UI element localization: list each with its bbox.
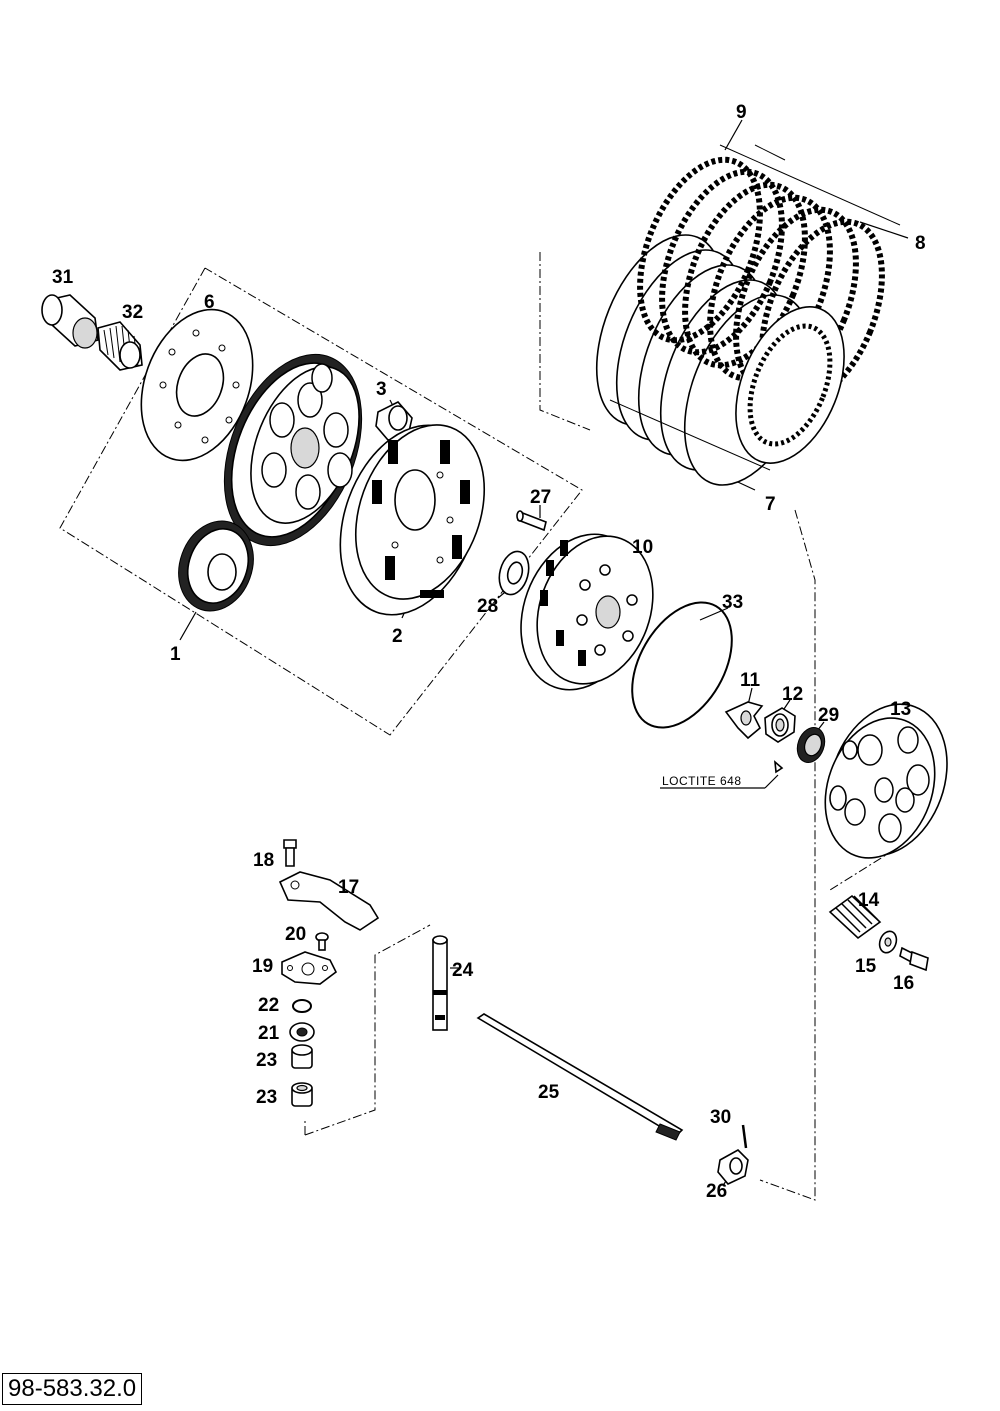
callout-18: 18 (253, 850, 274, 871)
washer-part-28 (498, 550, 530, 596)
callout-17: 17 (338, 877, 359, 898)
callout-26: 26 (706, 1181, 727, 1202)
release-shaft-part-24 (432, 935, 448, 1031)
callout-33: 33 (722, 592, 743, 613)
loctite-annotation: LOCTITE 648 (662, 774, 742, 788)
callout-8: 8 (915, 233, 926, 254)
callout-3: 3 (376, 379, 387, 400)
callout-31: 31 (52, 267, 74, 288)
callout-labels: 1 2 3 6 7 8 9 10 11 12 13 14 15 16 17 18… (52, 102, 926, 1202)
screw-part-20 (315, 932, 329, 951)
callout-2: 2 (392, 626, 403, 647)
group-frames (59, 252, 911, 1201)
callout-10: 10 (632, 537, 653, 558)
cover-plate-part-19 (281, 951, 338, 985)
needle-bearing-part-32 (97, 321, 143, 371)
small-gear (178, 520, 254, 612)
callout-6: 6 (204, 292, 215, 313)
screw-part-18 (283, 839, 297, 867)
callout-29: 29 (818, 705, 839, 726)
spring-part-14 (828, 894, 882, 940)
callout-11: 11 (740, 670, 761, 691)
callout-9: 9 (736, 102, 747, 123)
primary-gear (223, 353, 363, 547)
pressure-plate-part-13 (824, 703, 948, 859)
callout-22: 22 (258, 995, 279, 1016)
reference-number: 98-583.32.0 (2, 1373, 143, 1405)
push-rod-part-25 (476, 1013, 684, 1141)
washer-part-15 (878, 930, 898, 954)
callout-16: 16 (893, 973, 914, 994)
callout-23b: 23 (256, 1087, 277, 1108)
callout-14: 14 (858, 890, 880, 911)
callout-21: 21 (258, 1023, 280, 1044)
thrust-washer-part-6 (140, 308, 254, 462)
o-ring-part-33 (631, 601, 733, 729)
callout-15: 15 (855, 956, 877, 977)
callout-1: 1 (170, 644, 181, 665)
callout-30: 30 (710, 1107, 731, 1128)
callout-19: 19 (252, 956, 273, 977)
pressure-piece-part-26 (717, 1149, 749, 1185)
release-lever-part-17 (278, 871, 380, 931)
bushing-part-3 (375, 401, 413, 441)
circlip-part-22 (292, 999, 312, 1013)
callout-20: 20 (285, 924, 306, 945)
clutch-basket-part-2 (339, 424, 486, 616)
callout-23a: 23 (256, 1050, 277, 1071)
pin-part-30 (741, 1124, 748, 1149)
pin-part-27 (516, 510, 547, 532)
callout-28: 28 (477, 596, 498, 617)
callout-27: 27 (530, 487, 551, 508)
bolt-part-16 (899, 946, 929, 972)
callout-24: 24 (452, 960, 474, 981)
needle-bearing-part-23 (291, 1044, 313, 1107)
inner-hub-part-10 (520, 533, 654, 691)
bushing-part-31 (41, 294, 99, 349)
callout-7: 7 (765, 494, 776, 515)
lock-washer-part-11 (724, 701, 764, 740)
callout-12: 12 (782, 684, 803, 705)
nut-part-12 (764, 707, 796, 743)
seal-part-21 (289, 1022, 315, 1042)
callout-25: 25 (538, 1082, 560, 1103)
callout-32: 32 (122, 302, 143, 323)
clutch-plate-stack (595, 144, 901, 486)
callout-13: 13 (890, 699, 911, 720)
bearing-part-29 (774, 727, 826, 774)
